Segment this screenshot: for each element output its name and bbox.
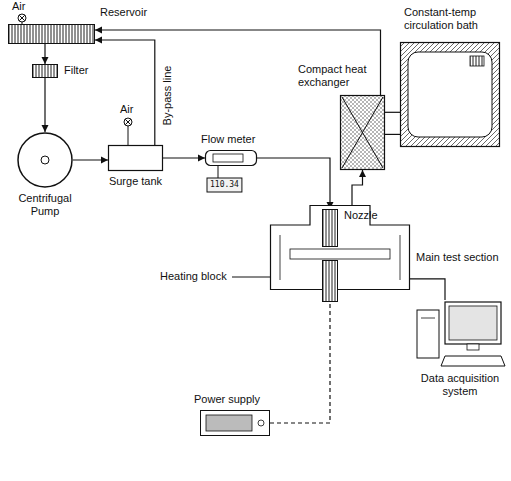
pipe-connector bbox=[95, 40, 155, 145]
air-label: Air bbox=[12, 0, 25, 13]
air-label: Air bbox=[120, 103, 133, 116]
node-label: Compact heat exchanger bbox=[298, 63, 372, 89]
filter-box: Filter bbox=[32, 64, 58, 78]
flow-meter-outline bbox=[205, 150, 257, 166]
pump-circle-outline bbox=[17, 132, 73, 188]
air-valve bbox=[18, 14, 26, 24]
power-supply-outline bbox=[200, 410, 270, 436]
bypass-label: By-pass line bbox=[161, 65, 174, 125]
node-label: Power supply bbox=[194, 393, 260, 406]
node-label: Heating block bbox=[160, 270, 227, 283]
node-label: Surge tank bbox=[103, 175, 168, 188]
display-lead bbox=[218, 166, 219, 178]
flow-meter: Flow meter bbox=[205, 150, 257, 166]
node-label: Centrifugal Pump bbox=[7, 192, 83, 218]
pipe-connector bbox=[385, 134, 400, 135]
node-label: Flow meter bbox=[201, 133, 255, 146]
heat-exchanger-outline bbox=[340, 95, 385, 170]
surge-tank: Surge tank bbox=[108, 145, 163, 171]
computer-icon-outline bbox=[415, 300, 505, 370]
circulation-bath-outline bbox=[400, 42, 500, 147]
circulation-bath: Constant-temp circulation bath bbox=[400, 42, 500, 147]
pipe-connector bbox=[44, 44, 45, 64]
flow-display bbox=[207, 178, 242, 192]
node-label: Filter bbox=[64, 64, 88, 77]
reservoir-tank-outline bbox=[8, 24, 95, 44]
pump-circle: Centrifugal Pump bbox=[17, 132, 73, 188]
pipe-connector bbox=[44, 78, 45, 132]
heating-block-outline bbox=[322, 260, 338, 302]
pipe-connector bbox=[163, 157, 205, 158]
test-section-outline bbox=[270, 205, 410, 290]
node-label: Data acquisition system bbox=[415, 372, 505, 398]
pipe-connector bbox=[257, 158, 330, 209]
test-section: Main test sectionNozzleHeating block bbox=[270, 205, 410, 290]
node-label: Reservoir bbox=[100, 6, 147, 19]
heating-block: Heating block bbox=[322, 260, 338, 302]
pipe-connector bbox=[95, 30, 381, 95]
computer-icon: Data acquisition system bbox=[415, 300, 505, 370]
surge-tank-outline bbox=[108, 145, 163, 171]
power-supply: Power supply bbox=[200, 410, 270, 436]
reservoir-tank: Reservoir bbox=[8, 24, 95, 44]
nozzle-outline bbox=[322, 209, 338, 247]
node-label: Main test section bbox=[416, 251, 499, 264]
pipe-connector bbox=[352, 170, 363, 205]
filter-box-outline bbox=[32, 64, 58, 78]
heat-exchanger: Compact heat exchanger bbox=[340, 95, 385, 170]
pipe-connector bbox=[73, 159, 108, 160]
nozzle: Nozzle bbox=[322, 209, 338, 247]
node-label: Constant-temp circulation bath bbox=[404, 6, 504, 32]
flow-readout: 110.34 bbox=[210, 180, 239, 190]
node-label: Nozzle bbox=[344, 209, 378, 222]
pipe-connector bbox=[385, 112, 400, 113]
pipe-connector bbox=[270, 302, 330, 423]
air-valve bbox=[124, 118, 132, 145]
